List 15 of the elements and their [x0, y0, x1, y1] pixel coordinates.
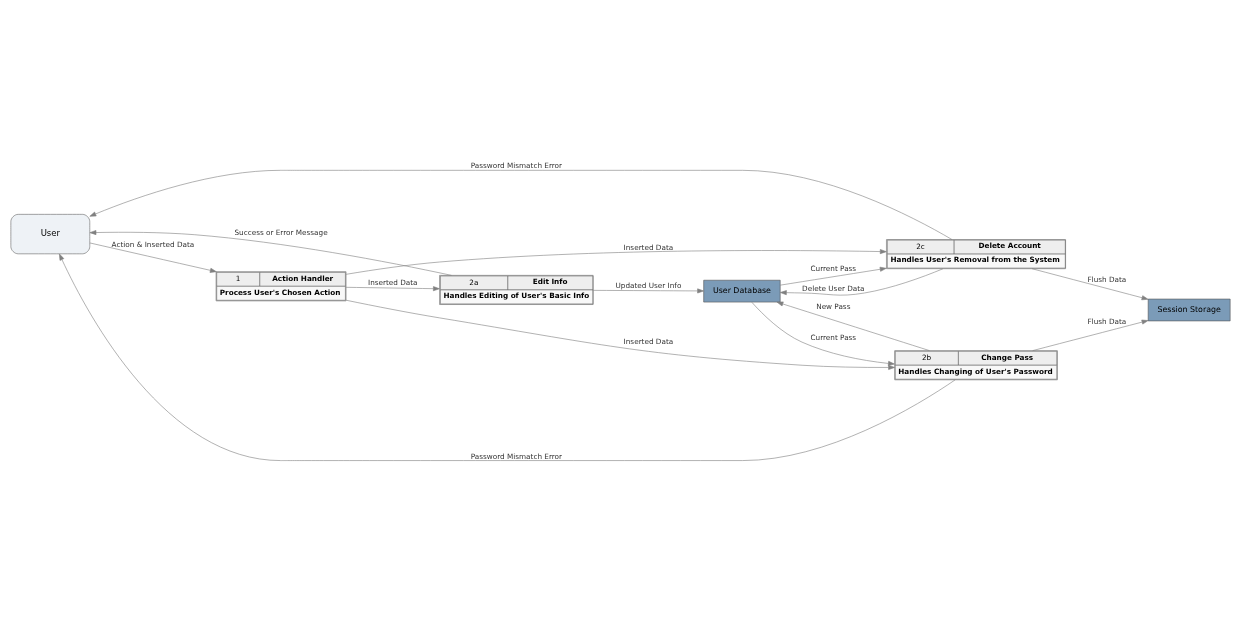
- arrow: [89, 229, 452, 276]
- arrow: [1031, 267, 1149, 300]
- arrow: [780, 267, 944, 295]
- arrow: [89, 169, 953, 240]
- node-box: User: [10, 213, 91, 254]
- arrow: [345, 285, 440, 291]
- arrow: [345, 299, 895, 370]
- arrow: [776, 301, 930, 351]
- arrow: [779, 266, 887, 285]
- arrow: [89, 242, 217, 273]
- arrow: [345, 248, 887, 275]
- arrow: [1032, 319, 1149, 351]
- arrow: [751, 301, 895, 366]
- arrow: [59, 253, 956, 461]
- arrow: [592, 288, 704, 293]
